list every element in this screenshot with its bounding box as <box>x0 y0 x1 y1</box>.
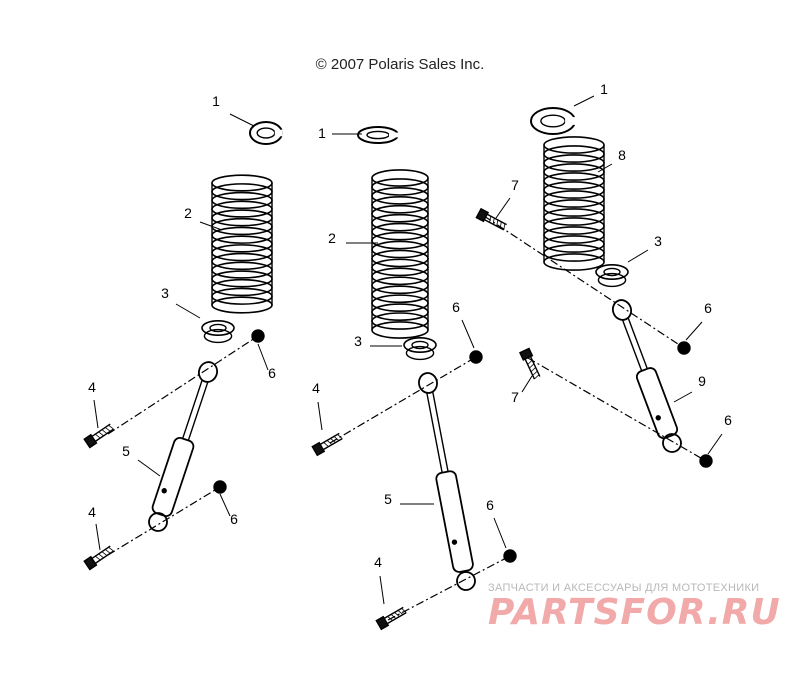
bolt <box>375 606 407 631</box>
assembly-axis-line <box>483 215 685 349</box>
bolt <box>475 207 507 231</box>
nut <box>251 329 265 343</box>
callout-number: 2 <box>184 205 192 221</box>
leader-line <box>257 343 269 371</box>
callout-number: 1 <box>600 81 608 97</box>
callout-number: 4 <box>88 504 96 520</box>
nut <box>677 341 691 355</box>
callout-number: 5 <box>122 443 130 459</box>
leader-line <box>673 391 693 403</box>
callout-number: 6 <box>704 300 712 316</box>
leader-line <box>493 517 507 549</box>
callout-number: 6 <box>486 497 494 513</box>
callout-number: 6 <box>230 511 238 527</box>
leader-line <box>379 575 385 605</box>
callout-number: 4 <box>312 380 320 396</box>
retainer-clip <box>249 121 283 145</box>
assembly-axis-line <box>329 356 477 444</box>
assembly-axis-line <box>387 555 511 621</box>
leader-line <box>461 319 475 349</box>
callout-number: 3 <box>654 233 662 249</box>
callout-number: 6 <box>452 299 460 315</box>
callout-number: 8 <box>618 147 626 163</box>
callout-number: 2 <box>328 230 336 246</box>
leader-line <box>95 523 101 551</box>
leader-line <box>707 433 723 455</box>
coil-spring <box>211 174 273 314</box>
leader-line <box>199 221 223 231</box>
leader-line <box>521 375 533 393</box>
nut <box>213 480 227 494</box>
leader-line <box>627 249 649 263</box>
bolt <box>83 545 114 571</box>
callout-number: 3 <box>354 333 362 349</box>
callout-number: 9 <box>698 373 706 389</box>
retainer-clip <box>357 126 399 144</box>
callout-number: 6 <box>724 412 732 428</box>
shock-absorber <box>148 361 219 532</box>
bolt <box>311 432 343 457</box>
nut <box>503 549 517 563</box>
callout-number: 1 <box>212 93 220 109</box>
assembly-axis-line <box>107 335 259 435</box>
leader-line <box>219 493 231 517</box>
spring-seat <box>403 336 437 361</box>
watermark-tagline: ЗАПЧАСТИ И АКСЕССУАРЫ ДЛЯ МОТОТЕХНИКИ <box>488 582 760 594</box>
nut <box>469 350 483 364</box>
leader-line <box>597 163 613 173</box>
callout-number: 6 <box>268 365 276 381</box>
leader-line <box>573 95 595 107</box>
leader-line <box>495 197 511 219</box>
leader-line <box>229 113 255 127</box>
callout-number: 4 <box>88 379 96 395</box>
callout-number: 3 <box>161 285 169 301</box>
callout-number: 7 <box>511 177 519 193</box>
leader-line <box>137 459 161 477</box>
shock-absorber <box>611 299 682 453</box>
assembly-axis-line <box>107 486 221 556</box>
assembly-axis-line <box>527 357 707 462</box>
bolt <box>83 423 114 449</box>
leader-line <box>685 321 703 341</box>
coil-spring <box>543 136 605 271</box>
watermark-logo: PARTSFOR.RU <box>488 592 781 633</box>
nut <box>699 454 713 468</box>
leader-line <box>175 303 201 319</box>
shock-absorber <box>418 372 476 591</box>
retainer-clip <box>530 107 577 135</box>
bolt <box>519 347 541 380</box>
leader-line <box>93 399 99 429</box>
callout-number: 5 <box>384 491 392 507</box>
callout-number: 4 <box>374 554 382 570</box>
spring-seat <box>595 263 629 288</box>
coil-spring <box>371 169 429 339</box>
spring-seat <box>201 319 235 344</box>
callout-number: 7 <box>511 389 519 405</box>
callout-number: 1 <box>318 125 326 141</box>
leader-line <box>317 401 323 431</box>
copyright-text: © 2007 Polaris Sales Inc. <box>315 56 485 73</box>
